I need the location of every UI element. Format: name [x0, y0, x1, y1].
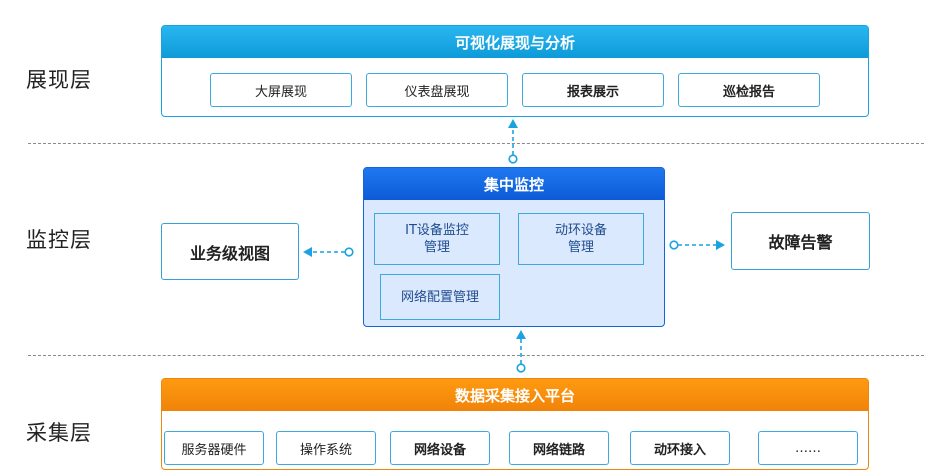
arrow-monitor-to-presentation-origin: [508, 154, 518, 164]
layer-label-collection: 采集层: [26, 421, 92, 445]
env-device-management-box: 动环设备 管理: [518, 213, 644, 265]
arrowhead-left-business-view: [303, 247, 312, 257]
monitor-panel-title: 集中监控: [364, 168, 664, 200]
arrow-monitor-to-fault-alarm-origin: [669, 240, 679, 250]
collection-item-network-link: 网络链路: [509, 431, 609, 465]
arrowhead-up-presentation: [508, 119, 518, 128]
monitor-panel: 集中监控 IT设备监控 管理 动环设备 管理 网络配置管理: [363, 167, 665, 327]
it-device-monitoring-line1: IT设备监控: [405, 223, 469, 238]
business-view-box: 业务级视图: [161, 223, 299, 280]
presentation-panel-title: 可视化展现与分析: [162, 26, 868, 58]
collection-item-network-device: 网络设备: [390, 431, 490, 465]
layer-divider-bottom: [28, 355, 924, 356]
presentation-item-report: 报表展示: [522, 73, 664, 107]
collection-panel-title: 数据采集接入平台: [162, 379, 868, 411]
env-device-management-line1: 动环设备: [554, 223, 607, 238]
arrow-collection-to-monitor-origin: [516, 363, 526, 373]
network-config-management-box: 网络配置管理: [380, 274, 500, 320]
fault-alarm-box: 故障告警: [731, 212, 870, 270]
layer-label-monitoring: 监控层: [26, 228, 92, 252]
env-device-management-line2: 管理: [567, 240, 594, 255]
layer-divider-top: [28, 143, 924, 144]
arrowhead-up-monitor: [516, 330, 526, 339]
it-device-monitoring-box: IT设备监控 管理: [374, 213, 500, 265]
collection-item-server-hardware: 服务器硬件: [164, 431, 264, 465]
arrowhead-right-fault-alarm: [716, 240, 725, 250]
layer-label-presentation: 展现层: [26, 68, 92, 92]
arrow-monitor-to-business-view-origin: [344, 247, 354, 257]
presentation-item-dashboard: 仪表盘展现: [366, 73, 508, 107]
presentation-item-inspection: 巡检报告: [678, 73, 820, 107]
presentation-item-big-screen: 大屏展现: [210, 73, 352, 107]
collection-item-more: ……: [758, 431, 858, 465]
collection-item-os: 操作系统: [276, 431, 376, 465]
presentation-panel: 可视化展现与分析 大屏展现 仪表盘展现 报表展示 巡检报告: [161, 25, 869, 117]
it-device-monitoring-line2: 管理: [423, 240, 450, 255]
collection-panel: 数据采集接入平台 服务器硬件 操作系统 网络设备 网络链路 动环接入 ……: [161, 378, 869, 470]
collection-item-env-access: 动环接入: [630, 431, 730, 465]
